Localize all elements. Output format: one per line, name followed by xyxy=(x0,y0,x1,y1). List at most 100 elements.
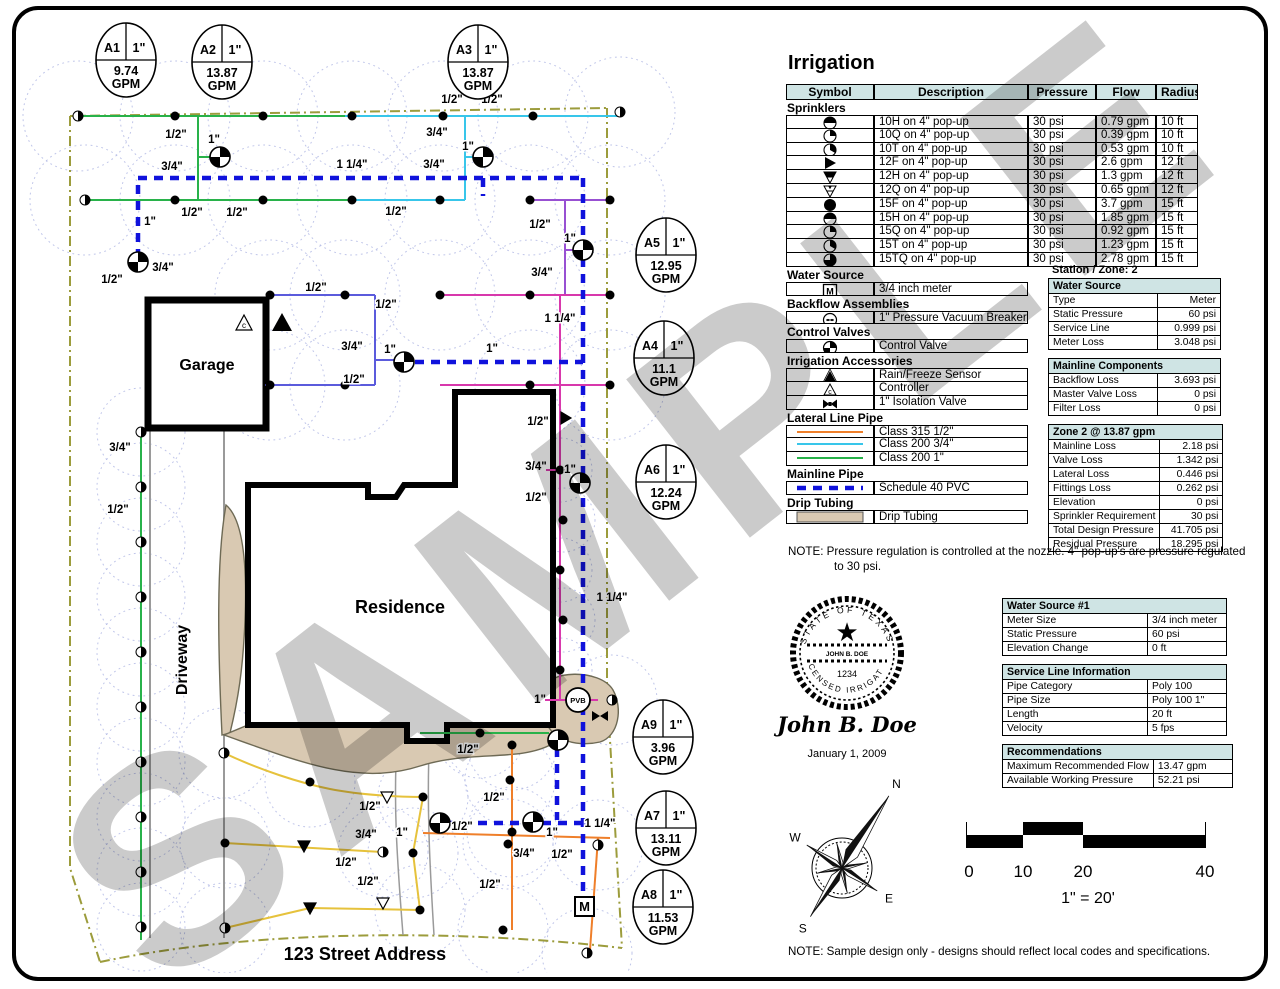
triangle-right-icon xyxy=(825,157,836,170)
sprinkler-head-dot xyxy=(605,290,615,300)
sprinkler-head-half-fill xyxy=(141,867,146,877)
zone-gpm-value: 12.24 xyxy=(650,486,681,500)
sprinkler-head-dot xyxy=(347,195,357,205)
svg-text:1234: 1234 xyxy=(837,669,857,679)
sprinkler-head-dot xyxy=(220,838,230,848)
sprinkler-head-dot xyxy=(498,925,508,935)
zone-gpm-value: 11.1 xyxy=(652,362,676,376)
zone-gpm-value: 12.95 xyxy=(650,259,681,273)
scale-0: 0 xyxy=(964,862,974,881)
licensed-irrigator-seal: STATE OF TEXAS LICENSED IRRIGATOR ★ JOHN… xyxy=(790,596,904,710)
circle-quarter-icon xyxy=(823,225,837,239)
sprinkler-head-dot xyxy=(340,290,350,300)
zone-id: A7 xyxy=(644,809,660,823)
legend-col-symbol: Symbol xyxy=(786,84,874,100)
lateral-cyan-34in xyxy=(345,115,620,201)
pipe-size-label: 3/4" xyxy=(423,159,444,171)
coverage-arc xyxy=(96,497,186,587)
sprinkler-head-triangle xyxy=(296,840,312,854)
sprinkler-head-dot xyxy=(438,111,448,121)
coverage-arc xyxy=(367,807,459,899)
legend-col-pressure: Pressure xyxy=(1028,84,1096,100)
control-valve-fill xyxy=(128,252,148,272)
legend-section-irrigation-accessories: Irrigation Accessories xyxy=(787,354,913,369)
pipe-size-label: 1 1/4" xyxy=(584,818,615,830)
zone-id: A6 xyxy=(644,463,660,477)
sprinkler-head-dot xyxy=(605,380,615,390)
sprinkler-head-dot xyxy=(435,290,445,300)
zone-pipe-size: 1" xyxy=(133,41,146,55)
legend-row: Class 315 1/2" xyxy=(786,424,1198,439)
circle-full-icon xyxy=(824,198,836,211)
zone-gpm-unit: GPM xyxy=(112,77,140,91)
sprinkler-head-dot xyxy=(555,465,565,475)
circle-third-icon xyxy=(823,143,837,156)
irrigation-accessories: c PVB M xyxy=(235,313,608,917)
pipe-size-label: 1" xyxy=(564,233,576,245)
pipe-size-label: 1" xyxy=(486,343,498,355)
legend-section-control-valves: Control Valves xyxy=(787,325,871,340)
control-valve-icon xyxy=(822,341,838,353)
legend-row: Class 200 3/4" xyxy=(786,438,1198,453)
sprinkler-head-dot xyxy=(528,111,538,121)
pipe-size-label: 1/2" xyxy=(479,879,500,891)
sprinkler-head-triangle xyxy=(302,902,318,916)
sprinkler-head-dot xyxy=(415,905,425,915)
sprinkler-head-dot xyxy=(555,665,565,675)
mainline-pipe xyxy=(135,175,586,898)
zone-gpm-unit: GPM xyxy=(650,375,678,389)
sprinkler-head-dot xyxy=(340,380,350,390)
coverage-arc xyxy=(96,662,186,752)
legend-col-flow: Flow xyxy=(1096,84,1156,100)
zone-id: A4 xyxy=(642,339,658,353)
compass-w: W xyxy=(789,831,801,845)
pipe-size-label: 1/2" xyxy=(165,129,186,141)
compass-ray-light xyxy=(836,842,844,869)
sprinkler-head-half-fill xyxy=(141,537,146,547)
sprinkler-head-dot xyxy=(505,775,515,785)
scale-bar: 0 10 20 40 1" = 20' xyxy=(964,822,1214,914)
pipe-size-label: 1 1/4" xyxy=(544,313,575,325)
pipe-size-label: 1/2" xyxy=(359,801,380,813)
pipe-size-label: 1" xyxy=(384,344,396,356)
pipe-size-label: 1/2" xyxy=(527,416,548,428)
pipe-size-label: 1" xyxy=(546,827,558,839)
pipe-size-label: 3/4" xyxy=(161,161,182,173)
control-valve-fill xyxy=(570,473,590,493)
sprinkler-head-half-fill xyxy=(620,107,625,117)
sprinkler-head-half-fill xyxy=(85,195,90,205)
coverage-arc xyxy=(96,607,186,697)
zone-id: A2 xyxy=(200,43,216,57)
driveway-label: Driveway xyxy=(174,625,191,695)
sprinkler-head-dot xyxy=(258,111,268,121)
pipe-size-label: 1/2" xyxy=(343,374,364,386)
legend-row: Schedule 40 PVC xyxy=(786,480,1198,495)
coverage-arc xyxy=(289,239,401,351)
svg-text:JOHN B. DOE: JOHN B. DOE xyxy=(826,651,869,658)
zone-gpm-unit: GPM xyxy=(649,924,677,938)
circle-half-icon xyxy=(823,212,837,225)
legend-row: 1" Isolation Valve xyxy=(786,395,1198,410)
zone-id: A1 xyxy=(104,41,120,55)
legend-row: Rain/Freeze Sensor xyxy=(786,368,1198,382)
sprinkler-head-half-fill xyxy=(225,923,230,933)
coverage-arc xyxy=(554,239,666,351)
zone-gpm-value: 13.87 xyxy=(462,66,493,80)
